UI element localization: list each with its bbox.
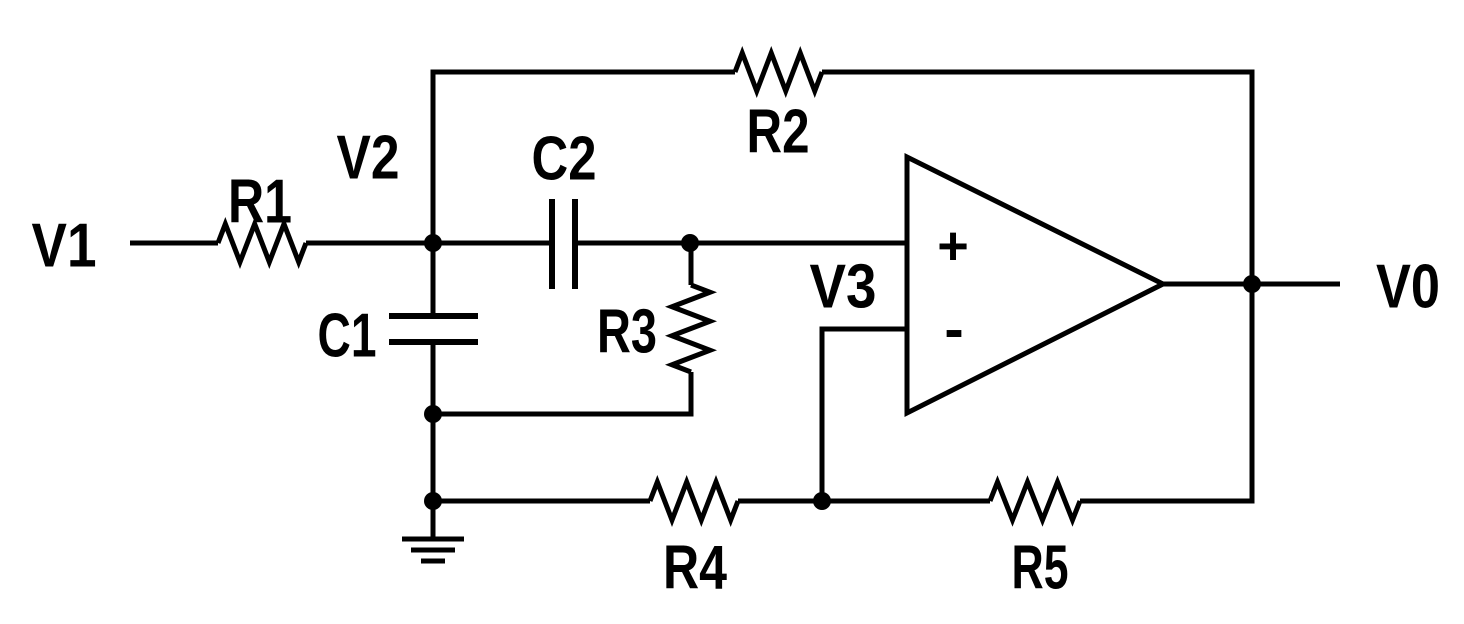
resistor-r2-symbol — [732, 45, 825, 99]
resistor-r1-symbol — [215, 217, 309, 269]
resistors — [215, 45, 1083, 527]
resistor-r3-symbol — [664, 282, 718, 375]
capacitor-c2-symbol — [549, 199, 578, 289]
resistor-r4-symbol — [647, 475, 741, 527]
labels: V1 R1 V2 C1 C2 R2 R3 V3 V0 R4 R5 + - — [32, 98, 1441, 603]
junction-dots — [424, 234, 1261, 510]
label-r1: R1 — [228, 168, 292, 237]
ground-symbol — [402, 536, 464, 564]
junction-dot-c1-bottom — [424, 405, 442, 423]
label-v0: V0 — [1376, 253, 1440, 322]
junction-dot-ground-node — [424, 492, 442, 510]
opamp-body — [904, 152, 1169, 418]
label-r3: R3 — [597, 298, 657, 367]
junction-dot-output — [1243, 275, 1261, 293]
label-v2: V2 — [337, 124, 400, 193]
opamp-plus-input-sign: + — [937, 216, 969, 276]
junction-dot-v3 — [813, 492, 831, 510]
label-r5: R5 — [1012, 534, 1069, 603]
wire-opamp-minus-to-v3 — [819, 326, 907, 501]
junction-dot-c2-r3 — [681, 234, 699, 252]
label-c2: C2 — [532, 125, 597, 194]
junction-dot-v2 — [424, 234, 442, 252]
label-v1: V1 — [32, 212, 97, 281]
opamp-minus-input-sign: - — [944, 297, 963, 362]
label-r4: R4 — [663, 534, 727, 603]
label-r2: R2 — [747, 98, 810, 167]
capacitor-c1-symbol — [389, 313, 478, 345]
wire-r3-bottom-return — [433, 372, 694, 417]
label-c1: C1 — [318, 302, 377, 371]
capacitors — [389, 199, 578, 345]
label-v3: V3 — [810, 253, 877, 322]
resistor-r5-symbol — [987, 475, 1083, 527]
